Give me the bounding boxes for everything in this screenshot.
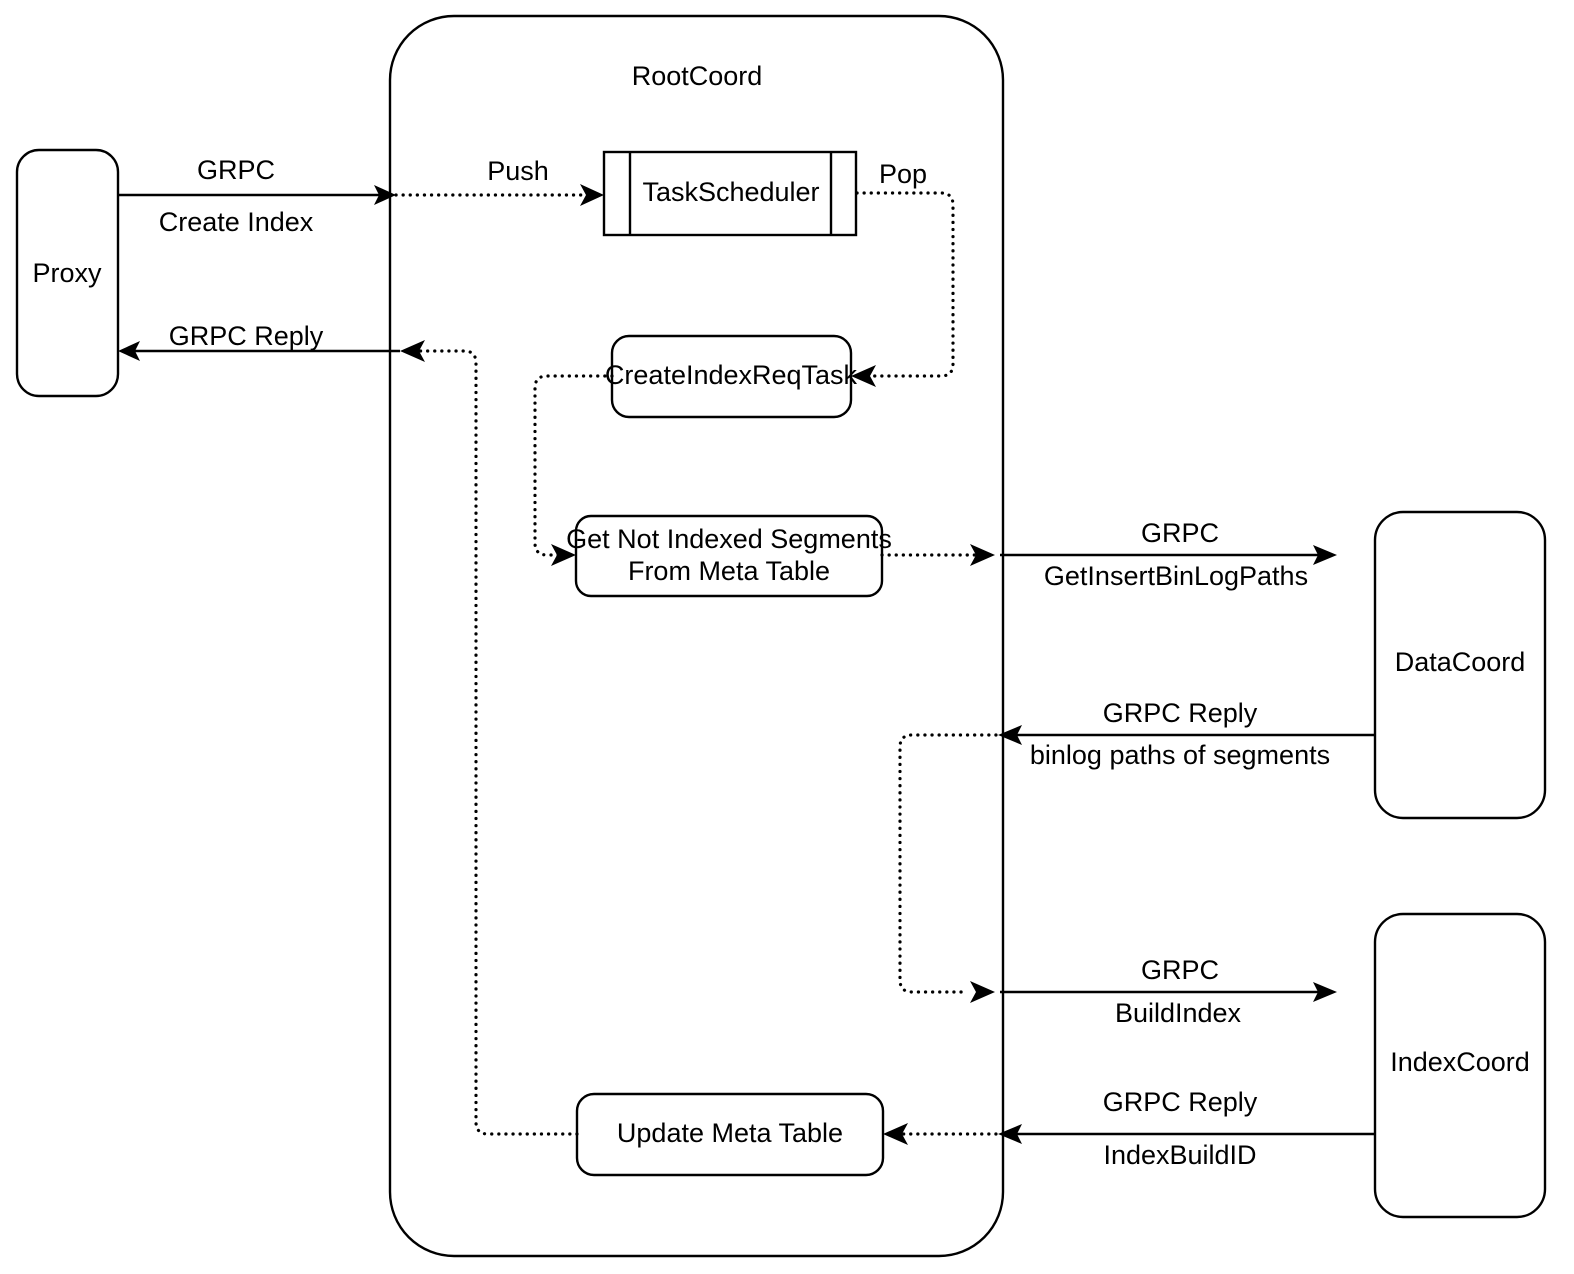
node-datacoord[interactable]: DataCoord	[1373, 510, 1547, 820]
edge-path-dotted	[898, 733, 998, 994]
edge-label-grpc-reply: GRPC Reply	[169, 321, 324, 351]
edge-label-grpc-reply: GRPC Reply	[1103, 1087, 1258, 1117]
edge-update-meta-table-to-grpc-reply	[400, 340, 579, 1136]
update-meta-table-label: Update Meta Table	[617, 1118, 843, 1148]
edge-label-push: Push	[487, 156, 549, 186]
node-get-not-indexed-segments[interactable]: Get Not Indexed Segments From Meta Table	[566, 514, 892, 598]
arrow-head-left	[998, 725, 1022, 745]
edge-rootcoord-to-proxy: GRPC Reply	[118, 321, 400, 361]
edge-label-grpc: GRPC	[197, 155, 275, 185]
edge-datacoord-to-rootcoord: GRPC Reply binlog paths of segments	[998, 698, 1375, 770]
indexcoord-box[interactable]	[1373, 912, 1547, 1219]
edge-datacoord-reply-to-buildindex	[898, 733, 998, 1003]
node-create-index-req-task[interactable]: CreateIndexReqTask	[605, 334, 858, 419]
arrow-head-left	[400, 340, 425, 362]
proxy-box[interactable]	[15, 148, 120, 398]
edge-indexcoord-to-rootcoord: GRPC Reply IndexBuildID	[998, 1087, 1375, 1170]
task-scheduler-label: TaskScheduler	[642, 177, 819, 207]
datacoord-box[interactable]	[1373, 510, 1547, 820]
edge-path-dotted	[855, 191, 955, 378]
edge-path-dotted	[412, 349, 579, 1136]
arrow-head-left	[118, 341, 140, 361]
arrow-head-right	[970, 544, 995, 566]
edge-path-dotted	[533, 374, 614, 557]
arrow-head-right	[1313, 982, 1337, 1002]
edge-label-binlog-paths-of-segments: binlog paths of segments	[1030, 740, 1330, 770]
edge-label-grpc: GRPC	[1141, 955, 1219, 985]
edge-create-index-req-task-to-get-segments	[533, 374, 614, 566]
rootcoord-boundary	[388, 14, 1005, 1258]
edge-label-grpc: GRPC	[1141, 518, 1219, 548]
node-update-meta-table[interactable]: Update Meta Table	[575, 1092, 885, 1177]
edge-push-to-task-scheduler: Push	[394, 156, 604, 206]
node-proxy[interactable]: Proxy	[15, 148, 120, 398]
edge-rootcoord-to-indexcoord: GRPC BuildIndex	[1000, 955, 1337, 1028]
edge-rootcoord-to-datacoord: GRPC GetInsertBinLogPaths	[1000, 518, 1337, 591]
arrow-head-right	[374, 185, 396, 205]
arrow-head-left	[998, 1124, 1022, 1144]
get-not-indexed-segments-label-line1: Get Not Indexed Segments	[566, 524, 892, 554]
datacoord-label: DataCoord	[1395, 647, 1526, 677]
edge-proxy-to-rootcoord: GRPC Create Index	[118, 155, 396, 237]
node-task-scheduler[interactable]: TaskScheduler	[602, 150, 858, 237]
arrow-head-left	[851, 365, 876, 387]
edge-label-build-index: BuildIndex	[1115, 998, 1242, 1028]
node-indexcoord[interactable]: IndexCoord	[1373, 912, 1547, 1219]
arrow-head-right	[970, 981, 995, 1003]
arrow-head-left	[883, 1123, 908, 1145]
container-rootcoord: RootCoord	[388, 14, 1005, 1258]
rootcoord-label: RootCoord	[632, 61, 763, 91]
edge-label-get-insert-binlog-paths: GetInsertBinLogPaths	[1044, 561, 1308, 591]
edge-label-create-index: Create Index	[159, 207, 314, 237]
indexcoord-label: IndexCoord	[1390, 1047, 1530, 1077]
proxy-label: Proxy	[32, 258, 102, 288]
edge-label-index-build-id: IndexBuildID	[1103, 1140, 1256, 1170]
create-index-req-task-label: CreateIndexReqTask	[605, 360, 858, 390]
edge-pop-to-create-index-req-task: Pop	[851, 159, 955, 387]
get-not-indexed-segments-label-line2: From Meta Table	[628, 556, 830, 586]
task-scheduler-box[interactable]	[602, 150, 858, 237]
arrow-head-right	[551, 544, 576, 566]
edge-label-grpc-reply: GRPC Reply	[1103, 698, 1258, 728]
arrow-head-right	[1313, 545, 1337, 565]
edge-label-pop: Pop	[879, 159, 927, 189]
edge-get-segments-to-datacoord-boundary	[880, 544, 995, 566]
arrow-head-right	[580, 184, 604, 206]
edge-indexcoord-reply-to-update-meta-table	[883, 1123, 998, 1145]
